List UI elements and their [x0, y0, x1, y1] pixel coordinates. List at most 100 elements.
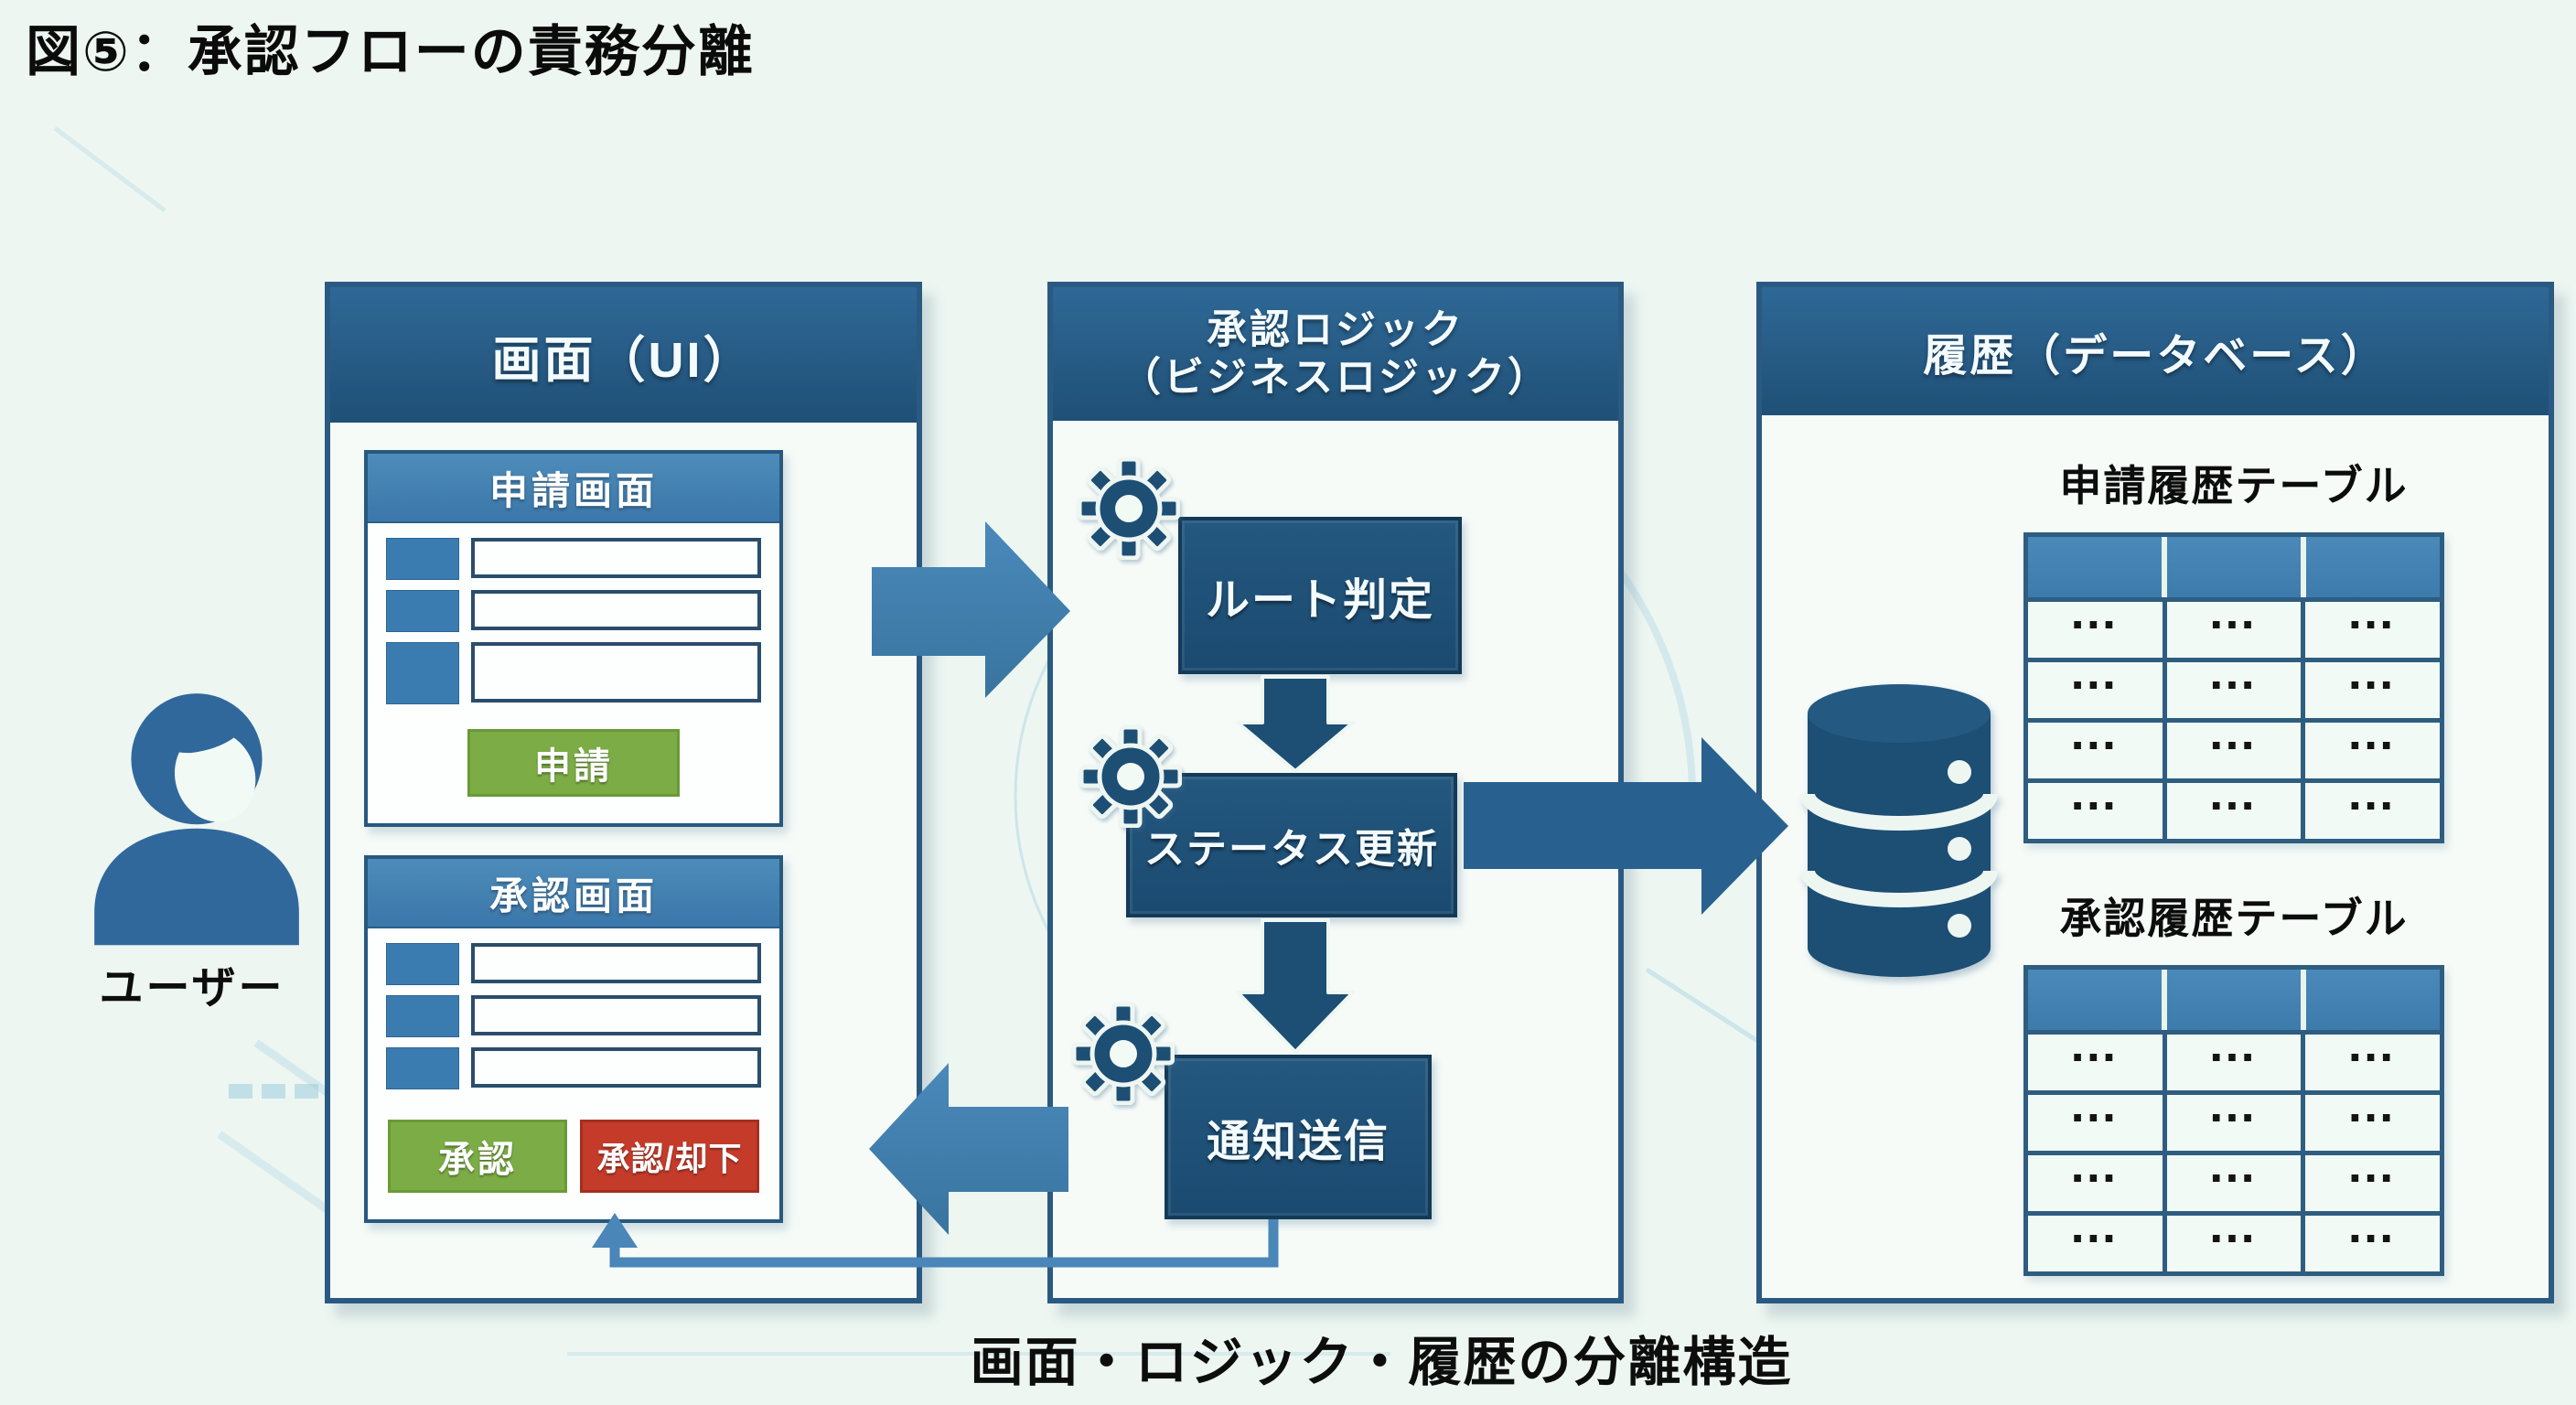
- table-header-cell: [2301, 537, 2440, 597]
- table-header-row: [2028, 970, 2440, 1030]
- textarea-input[interactable]: [471, 642, 761, 702]
- ui-panel: 画面（UI） 申請画面 申請: [325, 282, 922, 1303]
- approval-form: 承認 承認/却下: [368, 928, 779, 1193]
- table-row: … … …: [2028, 1090, 2440, 1151]
- table-header-cell: [2162, 970, 2301, 1030]
- application-form: 申請: [368, 523, 779, 797]
- cell-ellipsis: …: [2068, 1216, 2122, 1253]
- submit-button[interactable]: 申請: [467, 729, 680, 797]
- cell-ellipsis: …: [2345, 1155, 2399, 1193]
- history-panel-header: 履歴（データベース）: [1762, 287, 2549, 415]
- logic-panel: 承認ロジック （ビジネスロジック） ルート判定 ステータス更新 通知送信: [1047, 282, 1624, 1303]
- table-cell: …: [2162, 602, 2302, 658]
- form-row: [386, 642, 761, 704]
- logic-panel-header: 承認ロジック （ビジネスロジック）: [1053, 287, 1618, 421]
- cell-ellipsis: …: [2207, 1216, 2260, 1253]
- table-cell: …: [2301, 723, 2440, 778]
- step-route-decision: ルート判定: [1178, 517, 1462, 674]
- gear-icon: [1078, 457, 1180, 560]
- approval-screen-title: 承認画面: [488, 874, 658, 917]
- cell-ellipsis: …: [2207, 602, 2260, 639]
- cell-ellipsis: …: [2068, 662, 2122, 700]
- cell-ellipsis: …: [2207, 723, 2260, 760]
- table-cell: …: [2028, 1216, 2163, 1271]
- table-cell: …: [2162, 783, 2302, 839]
- step-label: ステータス更新: [1144, 827, 1439, 872]
- table-cell: …: [2301, 1155, 2440, 1211]
- cell-ellipsis: …: [2068, 602, 2122, 639]
- table-row: … … …: [2028, 778, 2440, 839]
- ui-panel-title: 画面（UI）: [491, 332, 756, 388]
- application-screen-title: 申請画面: [488, 468, 658, 512]
- user-label: ユーザー: [99, 964, 285, 1013]
- gear-icon: [1072, 1003, 1175, 1105]
- diagram-caption: 画面・ロジック・履歴の分離構造: [970, 1333, 1793, 1392]
- cell-ellipsis: …: [2345, 1095, 2399, 1132]
- database-icon: [1800, 684, 1998, 977]
- table-cell: …: [2301, 602, 2440, 658]
- cell-ellipsis: …: [2207, 783, 2260, 820]
- table-cell: …: [2301, 783, 2440, 839]
- table-row: … … …: [2028, 1030, 2440, 1090]
- table-cell: …: [2028, 662, 2163, 718]
- field-label-swatch: [386, 995, 459, 1037]
- table-cell: …: [2028, 1095, 2163, 1151]
- table-row: … … …: [2028, 1151, 2440, 1211]
- table-row: … … …: [2028, 597, 2440, 658]
- table-cell: …: [2162, 662, 2302, 718]
- approval-history-table: … … … … … … … … … … … …: [2023, 965, 2444, 1276]
- table-header-cell: [2028, 970, 2162, 1030]
- cell-ellipsis: …: [2345, 602, 2399, 639]
- logic-panel-title-line1: 承認ロジック: [1207, 307, 1465, 353]
- application-history-table: … … … … … … … … … … … …: [2023, 532, 2444, 843]
- text-input[interactable]: [471, 538, 761, 578]
- cell-ellipsis: …: [2207, 1095, 2260, 1132]
- table-cell: …: [2028, 1035, 2163, 1090]
- form-row: [386, 943, 761, 985]
- cell-ellipsis: …: [2068, 723, 2122, 760]
- page-title: 図⑤：承認フローの責務分離: [26, 21, 755, 82]
- step-label: 通知送信: [1206, 1118, 1390, 1166]
- table-header-cell: [2028, 537, 2162, 597]
- field-label-swatch: [386, 642, 459, 704]
- history-panel-title: 履歴（データベース）: [1923, 332, 2388, 381]
- table-row: … … …: [2028, 658, 2440, 718]
- cell-ellipsis: …: [2068, 783, 2122, 820]
- table-header-cell: [2301, 970, 2440, 1030]
- approval-buttons-row: 承認 承認/却下: [386, 1120, 761, 1193]
- form-row: [386, 590, 761, 632]
- cell-ellipsis: …: [2345, 662, 2399, 700]
- approve-button[interactable]: 承認: [388, 1120, 567, 1193]
- cell-ellipsis: …: [2207, 662, 2260, 700]
- field-label-swatch: [386, 538, 459, 580]
- form-row: [386, 995, 761, 1037]
- cell-ellipsis: …: [2345, 723, 2399, 760]
- table-cell: …: [2301, 1216, 2440, 1271]
- approve-reject-button[interactable]: 承認/却下: [580, 1120, 759, 1193]
- table-cell: …: [2162, 1155, 2302, 1211]
- cell-ellipsis: …: [2345, 1035, 2399, 1072]
- field-label-swatch: [386, 943, 459, 985]
- form-row: [386, 538, 761, 580]
- approval-screen-header: 承認画面: [368, 859, 779, 928]
- table-cell: …: [2028, 1155, 2163, 1211]
- table-cell: …: [2162, 1035, 2302, 1090]
- table-cell: …: [2301, 1035, 2440, 1090]
- text-input[interactable]: [471, 1047, 761, 1088]
- text-input[interactable]: [471, 943, 761, 983]
- form-row: [386, 1047, 761, 1089]
- application-screen-header: 申請画面: [368, 454, 779, 523]
- table-row: … … …: [2028, 1211, 2440, 1271]
- approval-screen: 承認画面 承認 承認/却下: [364, 855, 783, 1223]
- table-header-cell: [2162, 537, 2301, 597]
- application-screen: 申請画面 申請: [364, 450, 783, 827]
- table-cell: …: [2028, 783, 2163, 839]
- text-input[interactable]: [471, 590, 761, 630]
- table-cell: …: [2028, 602, 2163, 658]
- text-input[interactable]: [471, 995, 761, 1035]
- table-cell: …: [2028, 723, 2163, 778]
- cell-ellipsis: …: [2345, 1216, 2399, 1253]
- step-status-update: ステータス更新: [1126, 773, 1457, 917]
- cell-ellipsis: …: [2068, 1035, 2122, 1072]
